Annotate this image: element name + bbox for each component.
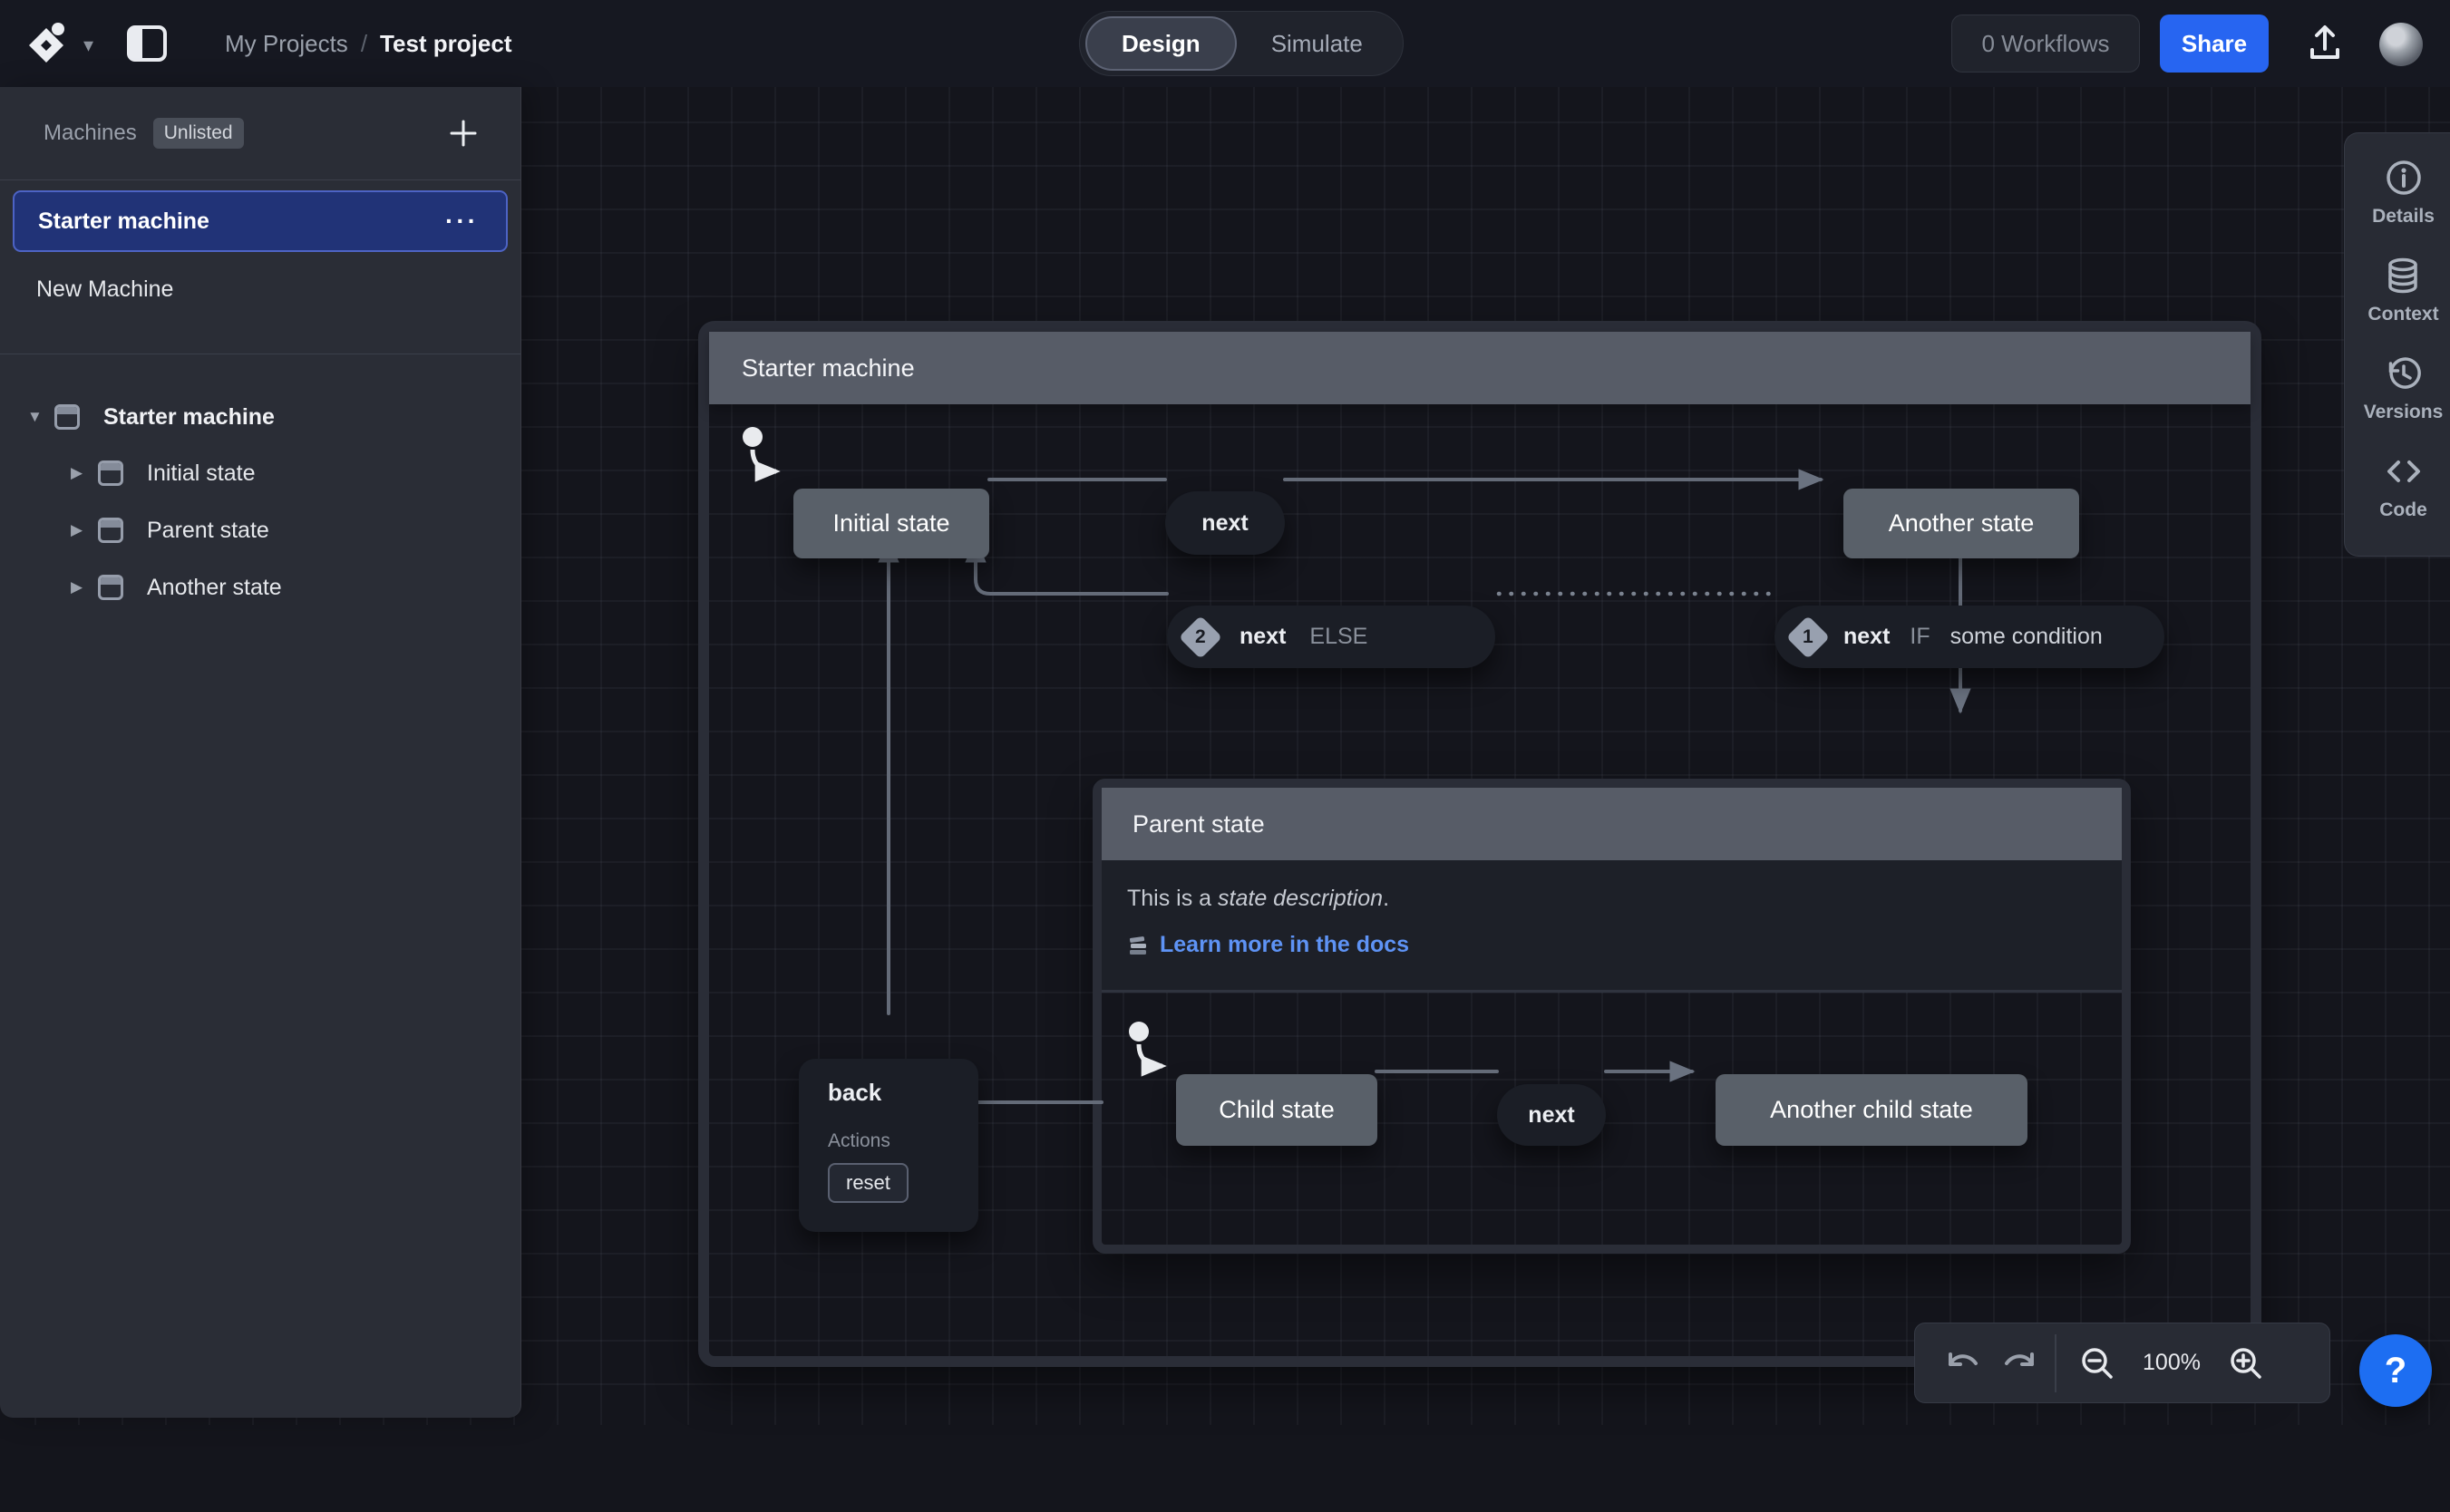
state-label: Another child state	[1770, 1096, 1973, 1124]
transition-order-badge: 1	[1786, 615, 1830, 658]
tab-simulate[interactable]: Simulate	[1237, 16, 1397, 71]
toolbar-divider	[2055, 1334, 2056, 1392]
zoom-out-button[interactable]	[2069, 1335, 2125, 1391]
rail-item-details[interactable]: Details	[2372, 157, 2435, 228]
transition-order-badge: 2	[1179, 615, 1222, 658]
chevron-down-icon[interactable]: ▾	[83, 34, 93, 57]
share-button[interactable]: Share	[2160, 15, 2269, 73]
state-node-initial[interactable]: Initial state	[793, 489, 989, 558]
machines-heading: Machines	[44, 121, 137, 146]
action-chip-reset[interactable]: reset	[828, 1163, 909, 1203]
caret-right-icon[interactable]: ▶	[71, 464, 98, 482]
info-icon	[2383, 157, 2425, 199]
parent-state-title-bar[interactable]: Parent state	[1102, 788, 2122, 860]
canvas-toolbar: 100%	[1914, 1323, 2330, 1403]
transition-next-if[interactable]: 1 next IF some condition	[1774, 606, 2164, 668]
stately-logo[interactable]	[25, 20, 73, 71]
caret-right-icon[interactable]: ▶	[71, 521, 98, 539]
transition-next-top[interactable]: next	[1165, 491, 1285, 555]
state-icon	[98, 460, 123, 486]
machine-title: Starter machine	[742, 354, 915, 383]
caret-down-icon[interactable]: ▼	[27, 408, 54, 426]
machine-more-button[interactable]: ···	[445, 207, 479, 236]
zoom-in-icon	[2226, 1343, 2266, 1383]
tree-item-another-state[interactable]: ▶ Another state	[71, 564, 282, 611]
machines-sidebar: Machines Unlisted Starter machine ··· Ne…	[0, 87, 521, 1418]
rail-item-context[interactable]: Context	[2367, 255, 2438, 325]
transition-event-label: back	[828, 1079, 978, 1107]
tab-design[interactable]: Design	[1085, 16, 1237, 71]
database-icon	[2382, 255, 2424, 296]
parent-state-description: This is a state description. Learn more …	[1102, 860, 2122, 993]
redo-button[interactable]	[1991, 1335, 2047, 1391]
zoom-in-button[interactable]	[2218, 1335, 2274, 1391]
parent-state-frame[interactable]: Parent state This is a state description…	[1093, 779, 2131, 1254]
machine-list-item-new[interactable]: New Machine	[13, 261, 508, 317]
machine-list-item-starter[interactable]: Starter machine ···	[13, 190, 508, 252]
top-bar: ▾ My Projects / Test project Design Simu…	[0, 0, 2450, 87]
export-icon	[2303, 22, 2347, 65]
tree-item-starter-machine[interactable]: ▼ Starter machine	[27, 393, 275, 441]
unlisted-badge: Unlisted	[153, 118, 244, 149]
state-label: Child state	[1219, 1096, 1335, 1124]
tree-item-parent-state[interactable]: ▶ Parent state	[71, 507, 269, 554]
transition-next-else[interactable]: 2 next ELSE	[1167, 606, 1495, 668]
toggle-sidebar-button[interactable]	[127, 25, 167, 62]
transition-child-next[interactable]: next	[1497, 1084, 1606, 1146]
workflows-button[interactable]: 0 Workflows	[1951, 15, 2140, 73]
history-icon	[2383, 353, 2425, 394]
rail-item-versions[interactable]: Versions	[2364, 353, 2444, 423]
state-node-another-child[interactable]: Another child state	[1716, 1074, 2027, 1146]
plus-icon	[446, 116, 481, 150]
help-button[interactable]: ?	[2359, 1334, 2432, 1407]
learn-more-docs-link[interactable]: Learn more in the docs	[1160, 932, 1409, 958]
redo-icon	[1999, 1343, 2039, 1383]
breadcrumb: My Projects / Test project	[225, 0, 511, 87]
state-node-another[interactable]: Another state	[1843, 489, 2079, 558]
state-label: Initial state	[832, 509, 949, 538]
parent-state-title: Parent state	[1133, 810, 1265, 838]
state-icon	[54, 404, 80, 430]
undo-icon	[1943, 1343, 1983, 1383]
state-label: Another state	[1889, 509, 2035, 538]
zoom-level[interactable]: 100%	[2138, 1350, 2205, 1376]
machine-frame-title-bar[interactable]: Starter machine	[709, 332, 2251, 404]
caret-right-icon[interactable]: ▶	[71, 578, 98, 596]
undo-button[interactable]	[1935, 1335, 1991, 1391]
export-button[interactable]	[2303, 22, 2347, 65]
state-icon	[98, 518, 123, 543]
right-tool-rail: Details Context Versions	[2344, 132, 2450, 557]
transition-back[interactable]: back Actions reset	[799, 1059, 978, 1232]
user-avatar[interactable]	[2379, 23, 2423, 66]
state-description-text: This is a state description.	[1127, 886, 2122, 912]
code-icon	[2383, 451, 2425, 492]
breadcrumb-my-projects[interactable]: My Projects	[225, 30, 348, 58]
state-node-child[interactable]: Child state	[1176, 1074, 1377, 1146]
state-icon	[98, 575, 123, 600]
docs-icon	[1127, 934, 1151, 957]
tree-item-initial-state[interactable]: ▶ Initial state	[71, 450, 256, 497]
actions-heading: Actions	[828, 1130, 978, 1152]
rail-item-code[interactable]: Code	[2379, 451, 2427, 521]
mode-switch: Design Simulate	[1079, 11, 1404, 76]
zoom-out-icon	[2077, 1343, 2117, 1383]
add-machine-button[interactable]	[439, 109, 488, 158]
breadcrumb-project-name[interactable]: Test project	[380, 30, 511, 58]
